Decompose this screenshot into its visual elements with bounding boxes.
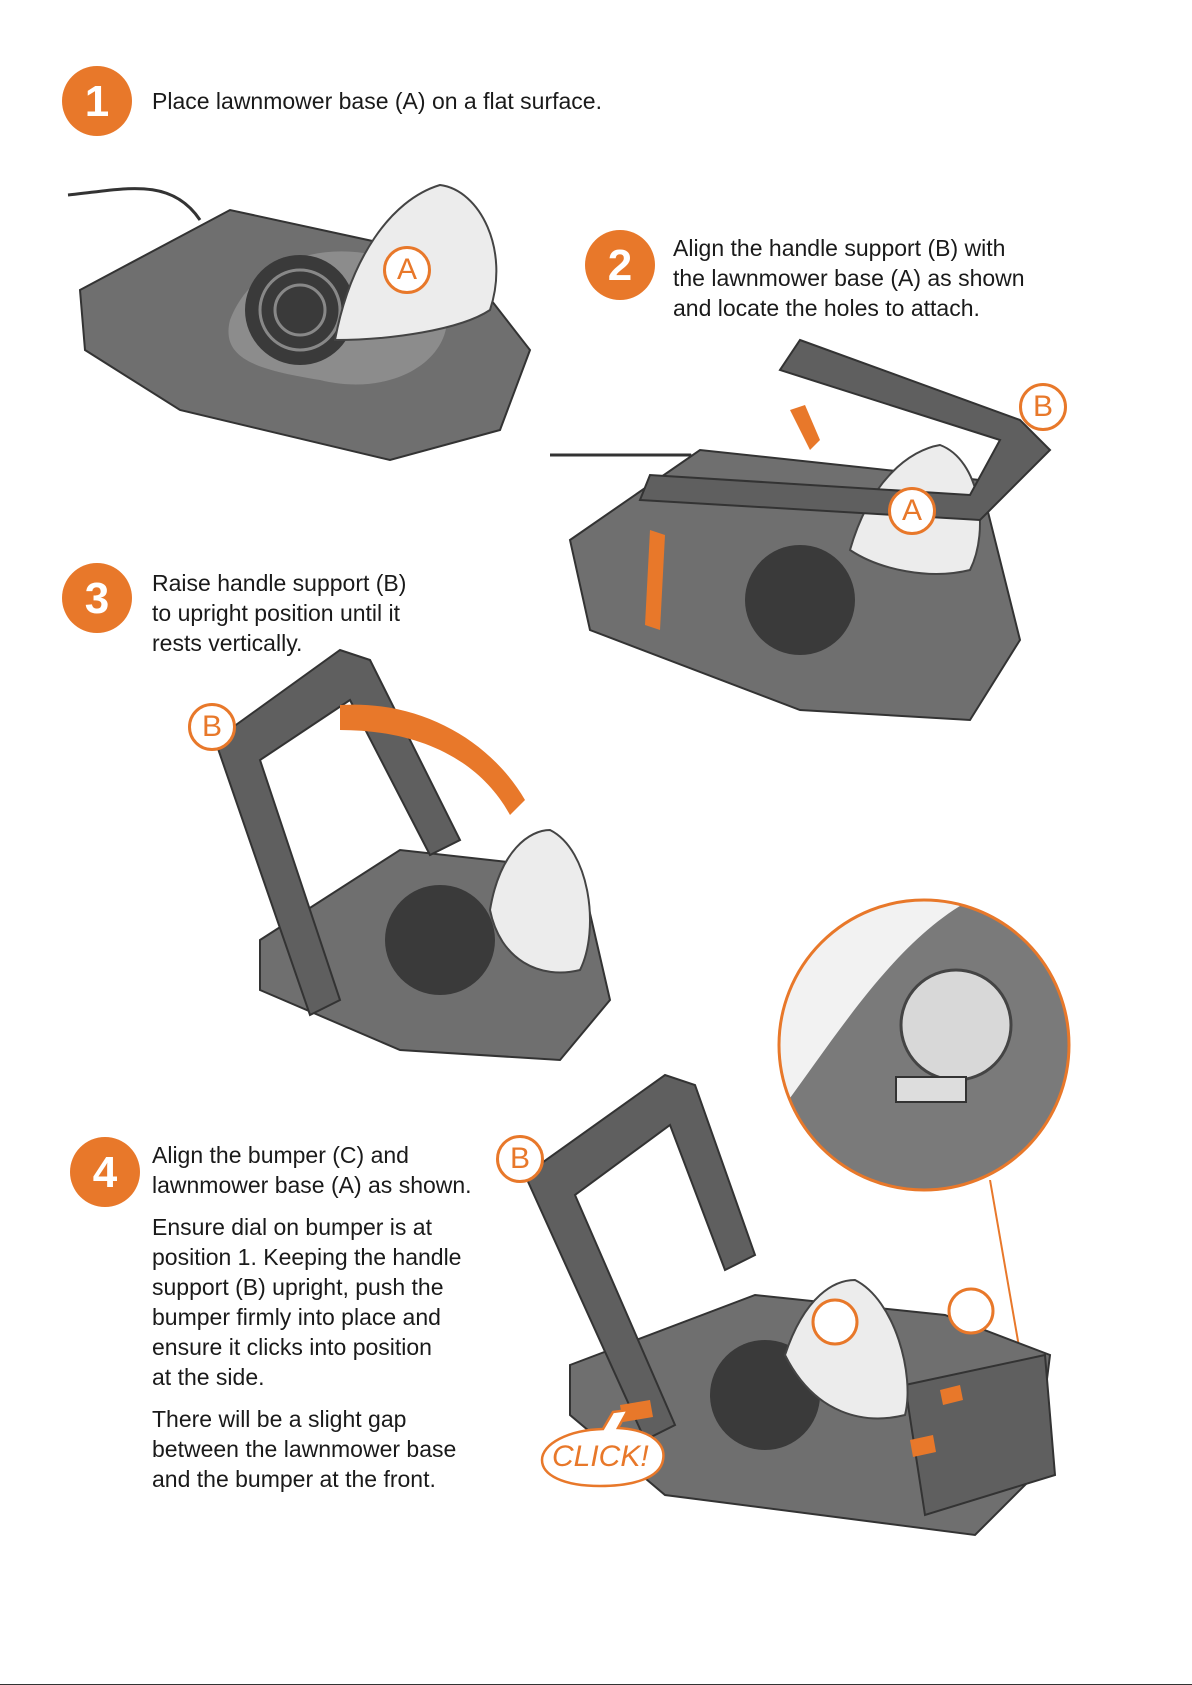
svg-text:3: 3 <box>85 574 109 623</box>
handle-attach-illustration <box>550 338 1052 722</box>
handle-upright-illustration <box>213 648 612 1062</box>
svg-text:2: 2 <box>608 241 632 290</box>
step-3-text: Raise handle support (B) to upright posi… <box>152 570 407 656</box>
callout-b-step2: B <box>1019 383 1067 431</box>
click-bubble <box>540 1408 665 1488</box>
callout-a-step1: A <box>383 246 431 294</box>
svg-text:1: 1 <box>85 77 109 126</box>
step-2-badge: 2 <box>585 230 655 300</box>
lawnmower-base-illustration <box>67 183 532 462</box>
step-4-badge: 4 <box>70 1137 140 1207</box>
step-3-badge: 3 <box>62 563 132 633</box>
click-label: CLICK! <box>552 1440 649 1473</box>
bumper-attach-illustration <box>523 1073 1057 1537</box>
svg-text:4: 4 <box>93 1148 118 1197</box>
callout-a-step2: A <box>888 487 936 535</box>
callout-b-step3: B <box>188 703 236 751</box>
step-2-text: Align the handle support (B) with the la… <box>673 235 1025 321</box>
step-1-text: Place lawnmower base (A) on a flat surfa… <box>152 88 602 114</box>
callout-b-step4: B <box>496 1135 544 1183</box>
bumper-dial-zoom-illustration <box>777 898 1071 1192</box>
step-1-badge: 1 <box>62 66 132 136</box>
